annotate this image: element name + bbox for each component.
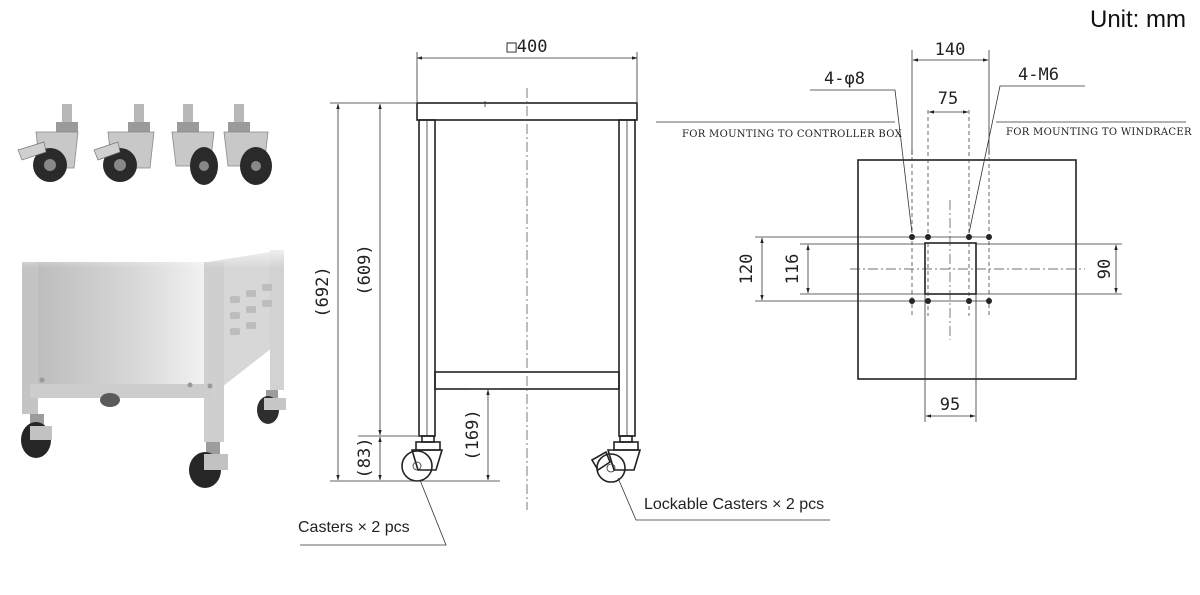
dim-height-caster: (83) (355, 438, 375, 479)
caster-photo-1 (17, 104, 79, 182)
stand-caster-bl (100, 393, 120, 407)
dim-height-shelf: (169) (463, 409, 483, 460)
front-view: □400 (692) (609) (83) (169) Casters × 2 … (298, 37, 830, 546)
stand-caster-fl (21, 414, 52, 458)
dim-width-top: □400 (507, 37, 548, 57)
dim-height-total: (692) (313, 266, 333, 317)
dim-mount-outer-height: 120 (737, 254, 757, 285)
dim-mount-inner-height: 116 (783, 254, 803, 285)
caster-photo-3 (171, 104, 218, 185)
label-hole-8: 4-φ8 (824, 69, 865, 89)
stand-caster-fr (189, 442, 228, 488)
label-hole-m6: 4-M6 (1018, 65, 1059, 85)
label-windracer-mount: FOR MOUNTING TO WINDRACER (1006, 127, 1192, 138)
dim-mount-inner-width: 75 (938, 89, 958, 109)
caster-left-drawing (401, 435, 444, 482)
caster-photo-2 (93, 104, 155, 182)
mounting-plate-view: 140 75 4-φ8 4-M6 FOR MOUNTING TO CONTROL… (656, 40, 1192, 422)
dim-mount-right-height: 90 (1095, 259, 1115, 279)
stand-photo (0, 240, 300, 488)
unit-label: Unit: mm (1090, 6, 1186, 33)
caster-right-drawing (590, 435, 642, 483)
caster-photo-4 (223, 104, 272, 185)
label-casters: Casters × 2 pcs (298, 519, 410, 536)
dim-mount-bottom-width: 95 (940, 395, 960, 415)
stand-caster-br (257, 390, 286, 424)
caster-photo-group (17, 104, 272, 185)
dim-height-frame: (609) (355, 244, 375, 295)
label-lockable-casters: Lockable Casters × 2 pcs (644, 496, 824, 513)
label-controller-mount: FOR MOUNTING TO CONTROLLER BOX (682, 129, 903, 140)
dim-mount-outer-width: 140 (935, 40, 966, 60)
